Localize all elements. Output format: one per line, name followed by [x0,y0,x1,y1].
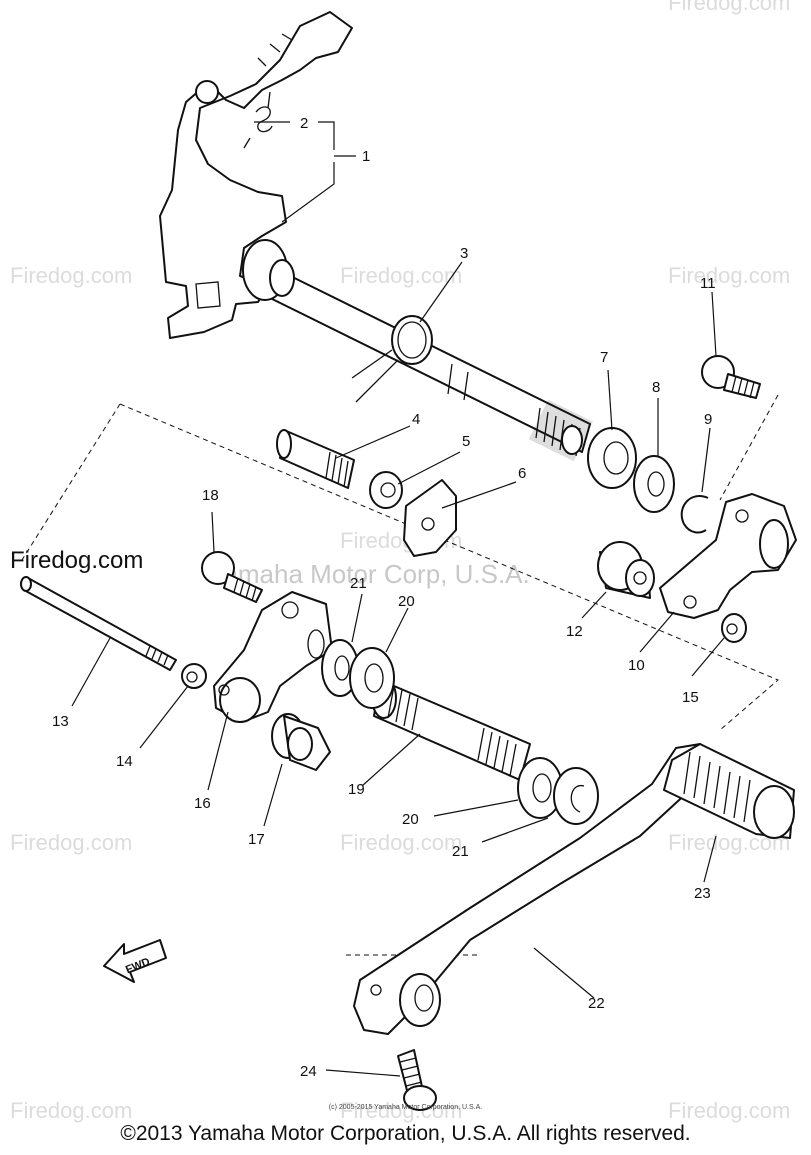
part-3-torsion-spring [351,315,433,403]
part-23-pedal-rubber [663,743,795,839]
part-22-shift-pedal [353,743,707,1035]
part-1-shift-shaft [159,11,594,462]
fwd-arrow-icon: FWD [103,939,167,983]
callout-3: 3 [460,245,468,262]
callout-5: 5 [462,433,470,450]
callout-1: 1 [362,148,370,165]
part-19-splined-shaft [371,677,531,781]
part-5-nut [369,471,403,509]
callout-16: 16 [194,795,211,812]
part-16-lever-arm [213,591,333,723]
callout-12: 12 [566,623,583,640]
callout-7: 7 [600,349,608,366]
callout-23: 23 [694,885,711,902]
watermark-text: Firedog.com [668,1098,790,1123]
part-12-bushing [597,541,655,599]
part-15-nut [721,613,747,643]
leader-lines [71,121,725,1077]
part-7-oil-seal [587,427,637,489]
watermark-text: Firedog.com [668,263,790,288]
copyright-notice: ©2013 Yamaha Motor Corporation, U.S.A. A… [120,1122,691,1145]
part-21-washer-lower [553,767,599,825]
callout-8: 8 [652,379,660,396]
callout-10: 10 [628,657,645,674]
part-21-washer-upper [321,639,359,697]
callout-17: 17 [248,831,265,848]
callout-6: 6 [518,465,526,482]
callout-11: 11 [700,275,716,292]
callout-24: 24 [300,1063,317,1080]
callout-21a: 21 [350,575,367,592]
watermark-text: Firedog.com [10,1098,132,1123]
part-2-spring [243,91,273,149]
watermark-text-dark: Firedog.com [10,547,143,574]
part-24-bolt [397,1049,437,1111]
callout-15: 15 [682,689,699,706]
callout-20a: 20 [398,593,415,610]
watermark-brand: Yamaha Motor Corp, U.S.A. [208,559,530,589]
callout-2: 2 [300,115,308,132]
part-17-bushing [271,713,331,771]
part-10-shift-arm [659,493,797,619]
callout-19: 19 [348,781,365,798]
part-13-rod [20,576,177,671]
watermark-text: Firedog.com [10,830,132,855]
watermark-text: Firedog.com [340,263,462,288]
watermark-text: Firedog.com [668,0,790,15]
callout-4: 4 [412,411,420,428]
small-credit-text: (c) 2005-2015 Yamaha Motor Corporation, … [328,1104,483,1111]
watermark-text: Firedog.com [10,263,132,288]
part-4-pin [276,429,355,489]
callout-21b: 21 [452,843,469,860]
watermark-text: Firedog.com [340,830,462,855]
part-8-washer [633,455,675,513]
callout-14: 14 [116,753,133,770]
callout-labels: 2 1 3 11 7 8 9 4 5 6 18 21 20 12 10 15 1… [52,115,716,1080]
callout-20b: 20 [402,811,419,828]
part-14-nut [181,663,207,689]
part-20-washer-lower [517,757,563,819]
part-6-cam-plate [403,479,457,557]
part-18-bolt [201,551,263,603]
part-9-circlip [680,495,709,534]
callout-18: 18 [202,487,219,504]
callout-9: 9 [704,411,712,428]
part-20-washer-upper [349,647,395,709]
part-11-bolt [701,355,761,399]
callout-22: 22 [588,995,605,1012]
callout-13: 13 [52,713,69,730]
watermark-text: Firedog.com [340,1098,462,1123]
